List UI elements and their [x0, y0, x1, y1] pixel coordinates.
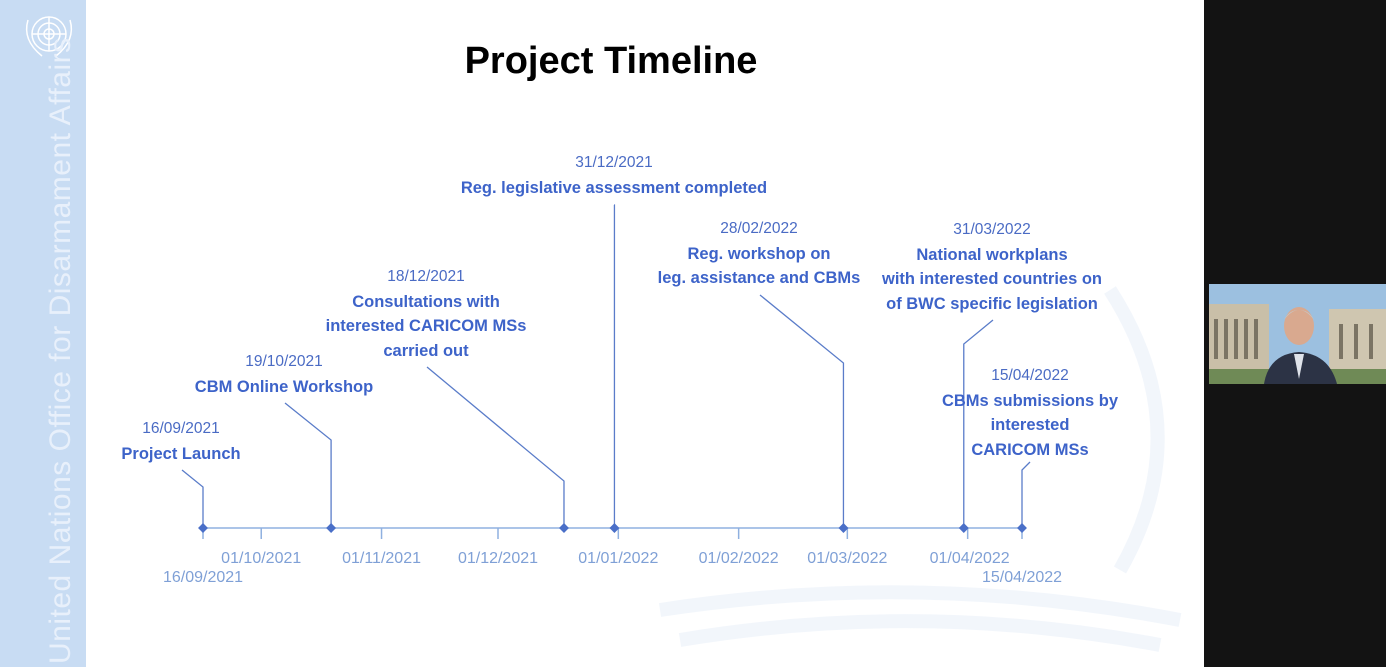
milestone-date: 31/03/2022	[953, 221, 1031, 238]
milestone-marker	[559, 523, 569, 533]
axis-tick-label: 01/10/2021	[221, 550, 302, 567]
milestone-leader-line	[1021, 461, 1031, 528]
milestone-leader-line	[284, 402, 332, 528]
axis-tick-label: 01/11/2021	[342, 550, 421, 567]
axis-tick-label: 01/03/2022	[807, 550, 888, 567]
milestone-text: carried out	[383, 341, 469, 360]
milestone-date: 28/02/2022	[720, 220, 798, 237]
presentation-slide: United Nations Office for Disarmament Af…	[0, 0, 1204, 667]
milestone-marker	[326, 523, 337, 533]
milestone-text: of BWC specific legislation	[886, 294, 1098, 313]
milestone-date: 15/04/2022	[991, 367, 1069, 384]
milestone-text: Reg. workshop on	[687, 244, 831, 263]
axis-tick-label: 01/01/2022	[578, 550, 659, 567]
milestone-text: CBMs submissions by	[941, 391, 1119, 410]
milestone-text: Consultations with	[352, 292, 500, 311]
un-watermark-icon	[658, 286, 1182, 652]
un-emblem-icon	[25, 16, 73, 57]
milestone-text: Project Launch	[121, 444, 241, 463]
milestone-leader-line	[426, 366, 565, 528]
milestone-date: 19/10/2021	[245, 353, 323, 370]
axis-tick-label: 15/04/2022	[981, 569, 1063, 586]
milestone-text: leg. assistance and CBMs	[657, 269, 861, 287]
slide-title: Project Timeline	[464, 40, 758, 82]
timeline-chart	[181, 204, 1031, 539]
milestone-marker	[1017, 523, 1027, 533]
milestone-leader-line	[759, 294, 845, 528]
participant-video[interactable]	[1209, 284, 1386, 384]
milestone-text: with interested countries on	[881, 270, 1103, 288]
axis-tick-label: 01/02/2022	[698, 550, 779, 567]
milestone-date: 31/12/2021	[575, 154, 653, 171]
axis-tick-label: 16/09/2021	[162, 569, 244, 586]
sidebar-banner: United Nations Office for Disarmament Af…	[0, 0, 86, 667]
milestone-text: National workplans	[916, 245, 1068, 264]
milestone-text: CARICOM MSs	[971, 440, 1089, 459]
milestone-date: 18/12/2021	[387, 268, 465, 285]
milestone-marker	[838, 523, 849, 533]
axis-tick-label: 01/12/2021	[457, 550, 539, 567]
speaker-thumbnail	[1209, 284, 1386, 384]
milestone-date: 16/09/2021	[142, 420, 220, 437]
milestone-marker	[198, 523, 208, 533]
milestone-marker	[609, 523, 620, 533]
axis-tick-label: 01/04/2022	[929, 550, 1010, 567]
milestone-marker	[958, 523, 969, 533]
milestone-text: interested	[990, 416, 1070, 434]
milestone-text: interested CARICOM MSs	[325, 317, 527, 335]
milestone-leader-line	[963, 319, 994, 528]
milestone-leader-line	[181, 469, 204, 528]
milestone-text: CBM Online Workshop	[194, 377, 374, 396]
milestone-text: Reg. legislative assessment completed	[460, 178, 768, 197]
